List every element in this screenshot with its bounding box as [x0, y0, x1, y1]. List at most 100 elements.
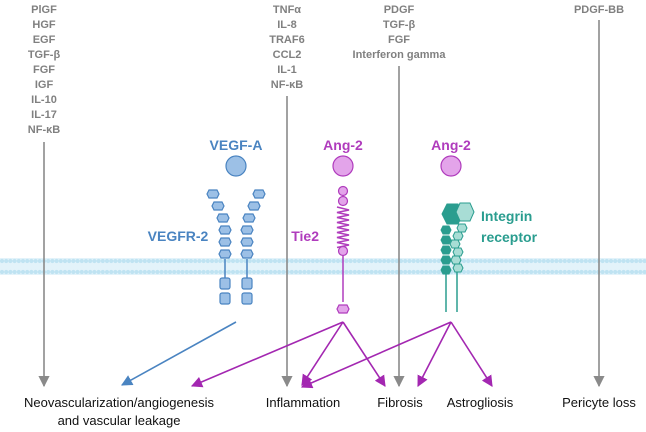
membrane-lipid — [545, 269, 551, 275]
membrane-lipid — [323, 269, 328, 275]
membrane-lipid — [306, 269, 311, 275]
membrane-lipid — [335, 269, 341, 275]
membrane-lipid — [634, 269, 639, 275]
vegfr2-ig-domain — [218, 237, 232, 247]
membrane-lipid — [96, 269, 101, 275]
tie2-ig-domain — [337, 185, 349, 197]
membrane-lipid — [545, 258, 551, 264]
factor-column-4: PDGF-BB — [574, 4, 624, 16]
membrane-lipid — [104, 269, 110, 275]
membrane-lipid — [398, 269, 404, 275]
membrane-lipid — [575, 269, 580, 275]
membrane-lipid — [356, 269, 362, 275]
vegfr2-ig-domain — [218, 225, 232, 235]
membrane-lipid — [75, 258, 80, 264]
membrane-lipid — [398, 258, 404, 264]
membrane-lipid — [382, 269, 387, 275]
membrane-lipid — [302, 258, 307, 264]
membrane-lipid — [613, 258, 618, 264]
membrane-lipid — [621, 258, 626, 264]
membrane-lipid — [281, 258, 286, 264]
membrane-lipid — [310, 258, 315, 264]
membrane-lipid — [369, 258, 374, 264]
outcomes: Neovascularization/angiogenesis and vasc… — [24, 395, 636, 428]
membrane-lipid — [331, 258, 336, 264]
membrane-lipid — [474, 258, 479, 264]
membrane-lipid — [550, 258, 555, 264]
membrane-lipid — [613, 269, 618, 275]
integrin-beta-head — [455, 202, 475, 222]
membrane-lipid — [251, 258, 257, 264]
membrane-lipid — [604, 258, 609, 264]
membrane-lipid — [4, 269, 9, 275]
membrane-lipid — [277, 269, 282, 275]
membrane-lipid — [348, 269, 353, 275]
membrane-lipid — [335, 258, 341, 264]
membrane-lipid — [478, 269, 483, 275]
membrane-lipid — [25, 269, 30, 275]
membrane-lipid — [134, 258, 139, 264]
membrane-lipid — [272, 269, 278, 275]
membrane-lipid — [608, 258, 614, 264]
membrane-lipid — [197, 269, 202, 275]
membrane-lipid — [16, 258, 21, 264]
membrane-lipid — [130, 269, 135, 275]
membrane-lipid — [394, 269, 399, 275]
membrane-lipid — [4, 258, 9, 264]
membrane-lipid — [12, 258, 17, 264]
vegfr2-kinase-domain — [219, 292, 231, 305]
membrane-lipid — [201, 258, 206, 264]
membrane-lipid — [424, 269, 429, 275]
membrane-lipid — [33, 269, 38, 275]
membrane-lipid — [386, 269, 391, 275]
ang2-ligand-integrin — [440, 155, 462, 177]
membrane-lipid — [92, 258, 97, 264]
membrane-lipid — [499, 258, 504, 264]
membrane-lipid — [571, 269, 576, 275]
integrin-alpha-domain — [440, 235, 452, 245]
membrane-lipid — [411, 269, 416, 275]
membrane-lipid — [125, 258, 131, 264]
membrane-lipid — [373, 269, 378, 275]
membrane-lipid — [629, 269, 635, 275]
membrane-lipid — [33, 258, 38, 264]
membrane-lipid — [79, 269, 84, 275]
membrane-lipid — [348, 258, 353, 264]
membrane-lipid — [188, 269, 194, 275]
membrane-lipid — [272, 258, 278, 264]
membrane-lipid — [54, 269, 59, 275]
tie2-label: Tie2 — [291, 228, 319, 244]
vegfr2-receptor — [206, 189, 266, 305]
membrane-lipid — [256, 269, 261, 275]
membrane-lipid — [197, 258, 202, 264]
membrane-lipid — [251, 269, 257, 275]
vegfr2-ig-domain — [242, 213, 256, 223]
membrane-lipid — [155, 269, 160, 275]
membrane-lipid — [520, 258, 525, 264]
outcome-pericyte-loss: Pericyte loss — [562, 395, 636, 410]
membrane-lipid — [8, 258, 13, 264]
membrane-lipid — [516, 258, 521, 264]
membrane-lipid — [503, 258, 509, 264]
membrane-lipid — [264, 269, 269, 275]
factor-label: IL-1 — [277, 64, 297, 76]
membrane-lipid — [218, 258, 223, 264]
membrane-lipid — [125, 269, 131, 275]
membrane-lipid — [247, 258, 252, 264]
membrane-lipid — [319, 269, 324, 275]
membrane-lipid — [587, 269, 593, 275]
membrane-lipid — [104, 258, 110, 264]
membrane-lipid — [604, 269, 609, 275]
factor-label: TGF-β — [383, 19, 416, 31]
vegfr2-complex: VEGF-A VEGFR-2 — [148, 137, 266, 305]
membrane-lipid — [533, 269, 538, 275]
membrane-lipid — [121, 269, 126, 275]
membrane-lipid — [361, 258, 366, 264]
membrane-lipid — [159, 269, 164, 275]
integrin-alpha-domain — [440, 255, 452, 265]
membrane-lipid — [151, 258, 156, 264]
membrane-lipid — [172, 269, 177, 275]
membrane-lipid — [226, 269, 231, 275]
membrane-lipid — [167, 269, 173, 275]
membrane-lipid — [117, 269, 122, 275]
